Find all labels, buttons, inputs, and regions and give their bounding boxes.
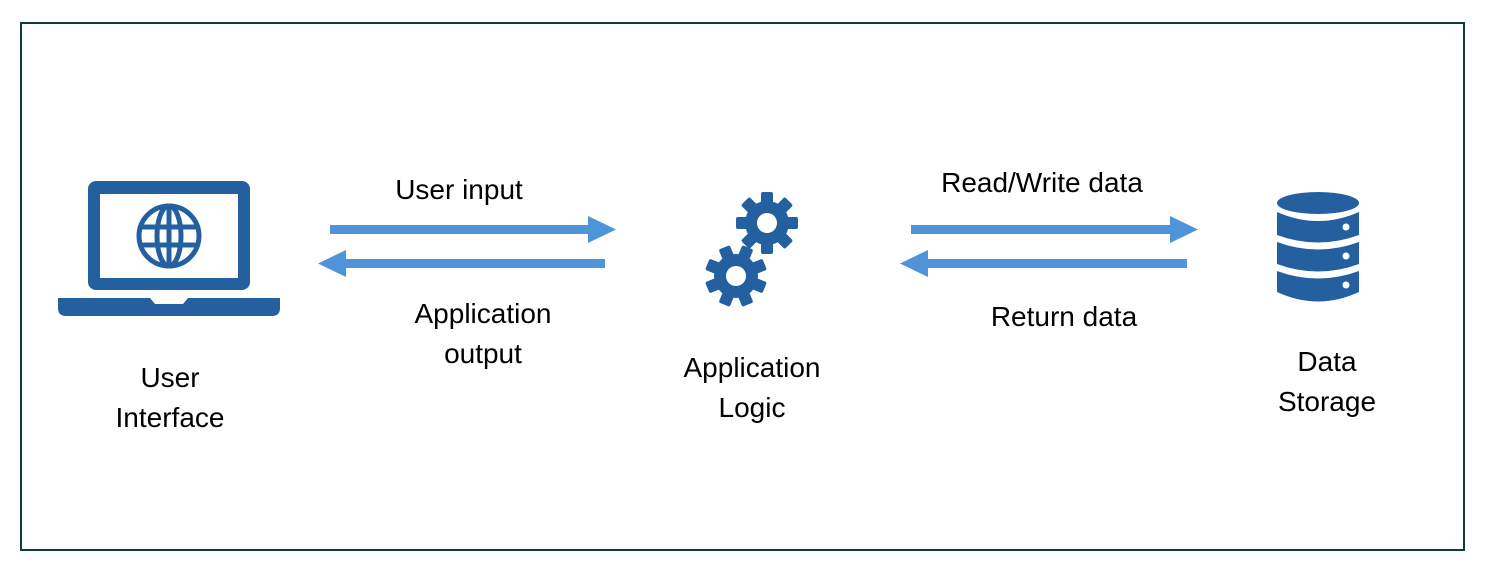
application-logic-label-line1: Application: [683, 352, 821, 383]
return-data-label: Return data: [990, 301, 1138, 332]
user-interface-label-line2: Interface: [115, 402, 225, 433]
data-storage-label-line2: Storage: [1277, 386, 1377, 417]
read-write-data-label: Read/Write data: [941, 167, 1143, 198]
user-input-label: User input: [395, 174, 523, 205]
application-logic-label: Application Logic: [652, 348, 852, 428]
laptop-globe-icon: [58, 181, 280, 316]
read-write-data-arrow: [911, 216, 1198, 243]
user-input-arrow: [330, 216, 616, 243]
application-output-label: Application output: [373, 294, 593, 374]
database-icon: [1277, 192, 1359, 302]
data-storage-label-line1: Data: [1297, 346, 1357, 377]
application-output-label-line2: output: [444, 338, 522, 369]
application-output-arrow: [318, 250, 605, 277]
diagram-frame: [20, 22, 1465, 551]
user-interface-label: User Interface: [70, 358, 270, 438]
return-data-arrow: [900, 250, 1187, 277]
data-storage-label: Data Storage: [1227, 342, 1427, 422]
application-output-label-line1: Application: [414, 298, 552, 329]
user-interface-label-line1: User: [140, 362, 200, 393]
application-logic-label-line2: Logic: [718, 392, 786, 423]
gears-icon: [705, 192, 798, 307]
